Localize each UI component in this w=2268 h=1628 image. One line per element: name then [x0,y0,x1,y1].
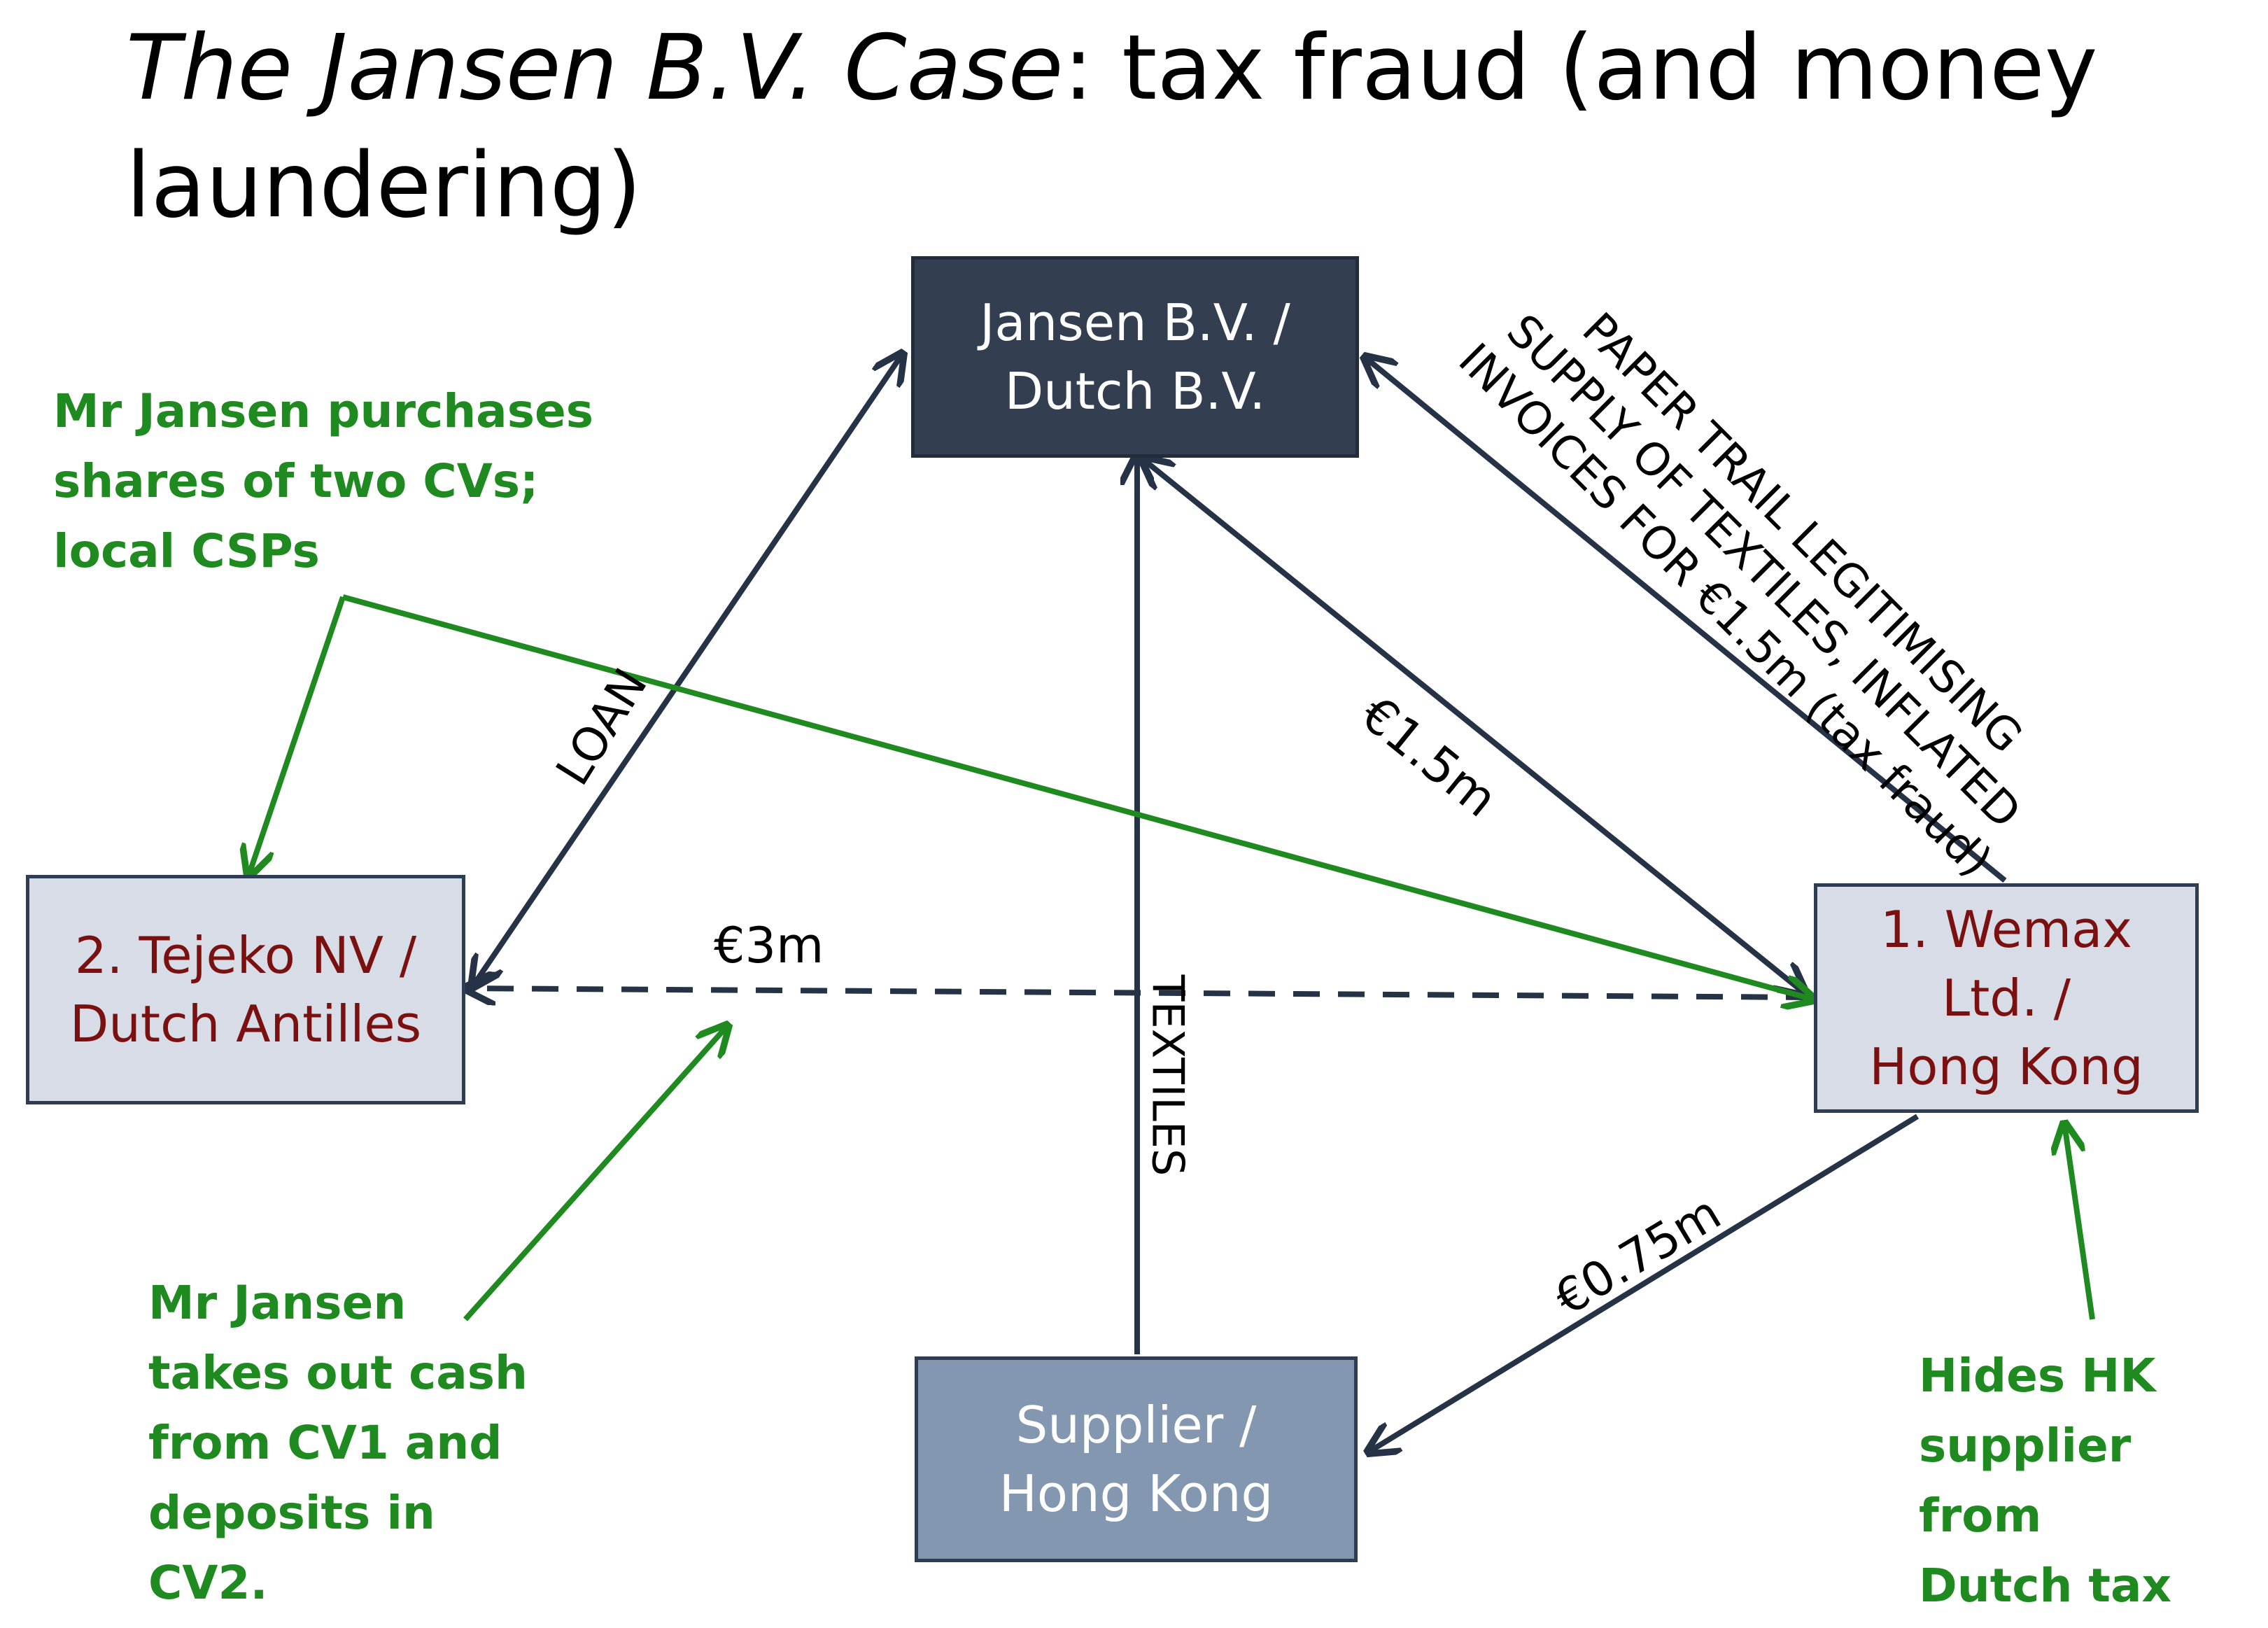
jansen-node: Jansen B.V. / Dutch B.V. [911,256,1359,458]
page-title: The Jansen B.V. Case: tax fraud (and mon… [126,10,2155,245]
hides-note-arrow [2064,1123,2095,1320]
title-rest: : tax fraud (and money laundering) [126,16,2098,238]
purchase-to-tejeko-arrow [248,596,346,876]
tejeko-node: 2. Tejeko NV / Dutch Antilles [26,875,465,1104]
one-five-m-arrow [1142,458,1805,994]
purchase-note: Mr Jansen purchases shares of two CVs; l… [53,384,594,578]
supplier-node-label: Supplier / Hong Kong [999,1396,1274,1523]
cash-note: Mr Jansen takes out cash from CV1 and de… [148,1276,528,1610]
cash-note-arrow [463,1025,728,1321]
wemax-node: 1. Wemax Ltd. / Hong Kong [1814,883,2199,1113]
three-m-arrow [465,988,1813,997]
textiles-label: TEXTILES [1142,974,1194,1177]
three-m-label: €3m [714,917,824,974]
paper-trail-arrow [1365,357,2007,883]
jansen-node-label: Jansen B.V. / Dutch B.V. [980,293,1290,421]
zero-seven-five-m-arrow [1368,1114,1920,1452]
hides-note: Hides HK supplier from Dutch tax authori… [1919,1349,2172,1613]
loan-arrow [472,353,903,987]
wemax-node-label: 1. Wemax Ltd. / Hong Kong [1869,900,2143,1096]
supplier-node: Supplier / Hong Kong [915,1356,1358,1562]
title-italic: The Jansen B.V. Case [126,16,1064,120]
purchase-to-wemax-arrow [341,594,1814,999]
tejeko-node-label: 2. Tejeko NV / Dutch Antilles [69,926,422,1053]
